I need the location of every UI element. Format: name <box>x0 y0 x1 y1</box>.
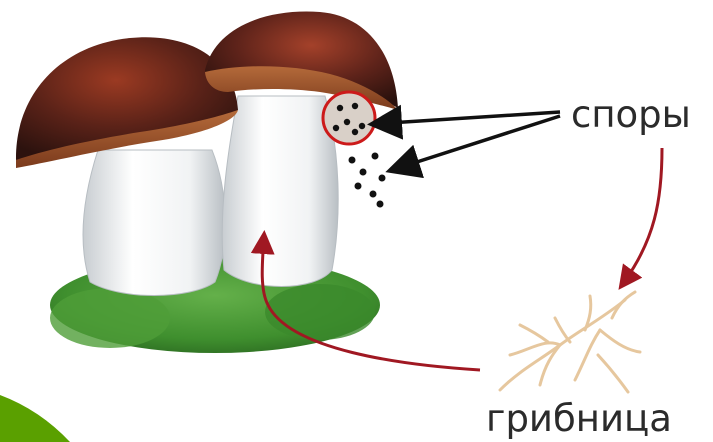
spores-label: споры <box>571 96 691 133</box>
arrow-spores-to-mycelium <box>622 148 662 285</box>
spore-arrows <box>374 112 560 170</box>
left-mushroom-stem <box>83 150 225 296</box>
left-mushroom-cap <box>16 37 238 168</box>
corner-accent <box>0 395 70 442</box>
spore-highlight <box>323 92 375 144</box>
mycelium <box>500 292 640 392</box>
falling-spores <box>349 153 386 208</box>
right-mushroom-stem <box>222 96 338 287</box>
mycelium-label: грибница <box>486 400 672 437</box>
